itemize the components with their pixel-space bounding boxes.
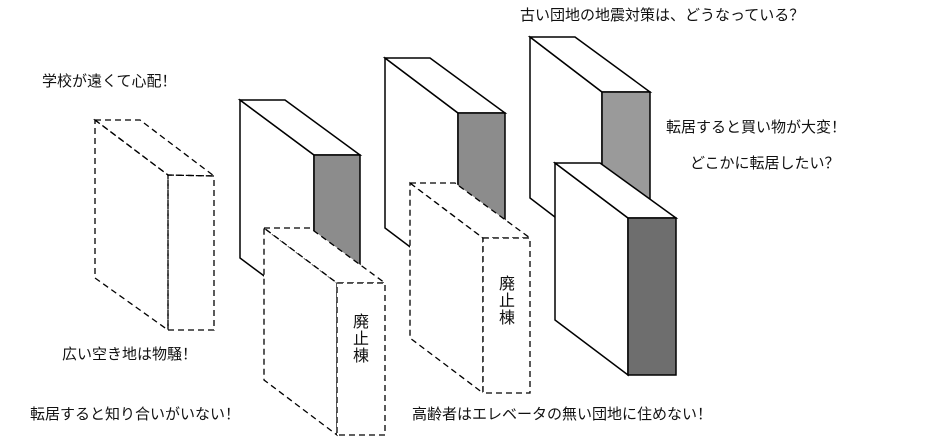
caption-shopping: 転居すると買い物が大変！ (666, 118, 847, 136)
demolished-building-right (408, 181, 532, 395)
caption-earthquake: 古い団地の地震対策は、どうなっている？ (520, 6, 805, 24)
demolition-label-right-char-3: 棟 (498, 308, 515, 327)
caption-relocate-where: どこかに転居したい？ (690, 154, 840, 172)
demolition-label-right-char-1: 廃 (498, 274, 515, 293)
demolished-building-middle (262, 226, 387, 437)
caption-no-acquaintances: 転居すると知り合いがいない！ (30, 405, 241, 423)
demolition-label-middle-char-2: 止 (352, 329, 369, 348)
demolition-label-middle: 廃 止 棟 (351, 313, 371, 364)
demolished-building-left-front (94, 118, 169, 332)
demolition-label-right: 廃 止 棟 (497, 275, 517, 326)
standing-building-4 (552, 161, 679, 377)
caption-vacant-land: 広い空き地は物騒！ (62, 345, 198, 363)
demolition-label-middle-char-3: 棟 (352, 346, 369, 365)
demolished-building-right-side (482, 237, 531, 394)
demolished-building-left-top (93, 119, 216, 177)
demolished-building-left (93, 118, 216, 332)
standing-building-4-side (627, 217, 677, 376)
demolished-building-middle-top (262, 227, 387, 284)
demolished-building-right-top (408, 182, 532, 239)
caption-school-far: 学校が遠くて心配！ (42, 72, 177, 90)
demolition-label-right-char-2: 止 (498, 291, 515, 310)
demolition-label-middle-char-1: 廃 (352, 312, 369, 331)
demolished-building-middle-side (336, 282, 386, 436)
caption-elderly-elevator: 高齢者はエレベータの無い団地に住めない！ (412, 405, 713, 423)
demolished-building-left-side (167, 174, 215, 331)
